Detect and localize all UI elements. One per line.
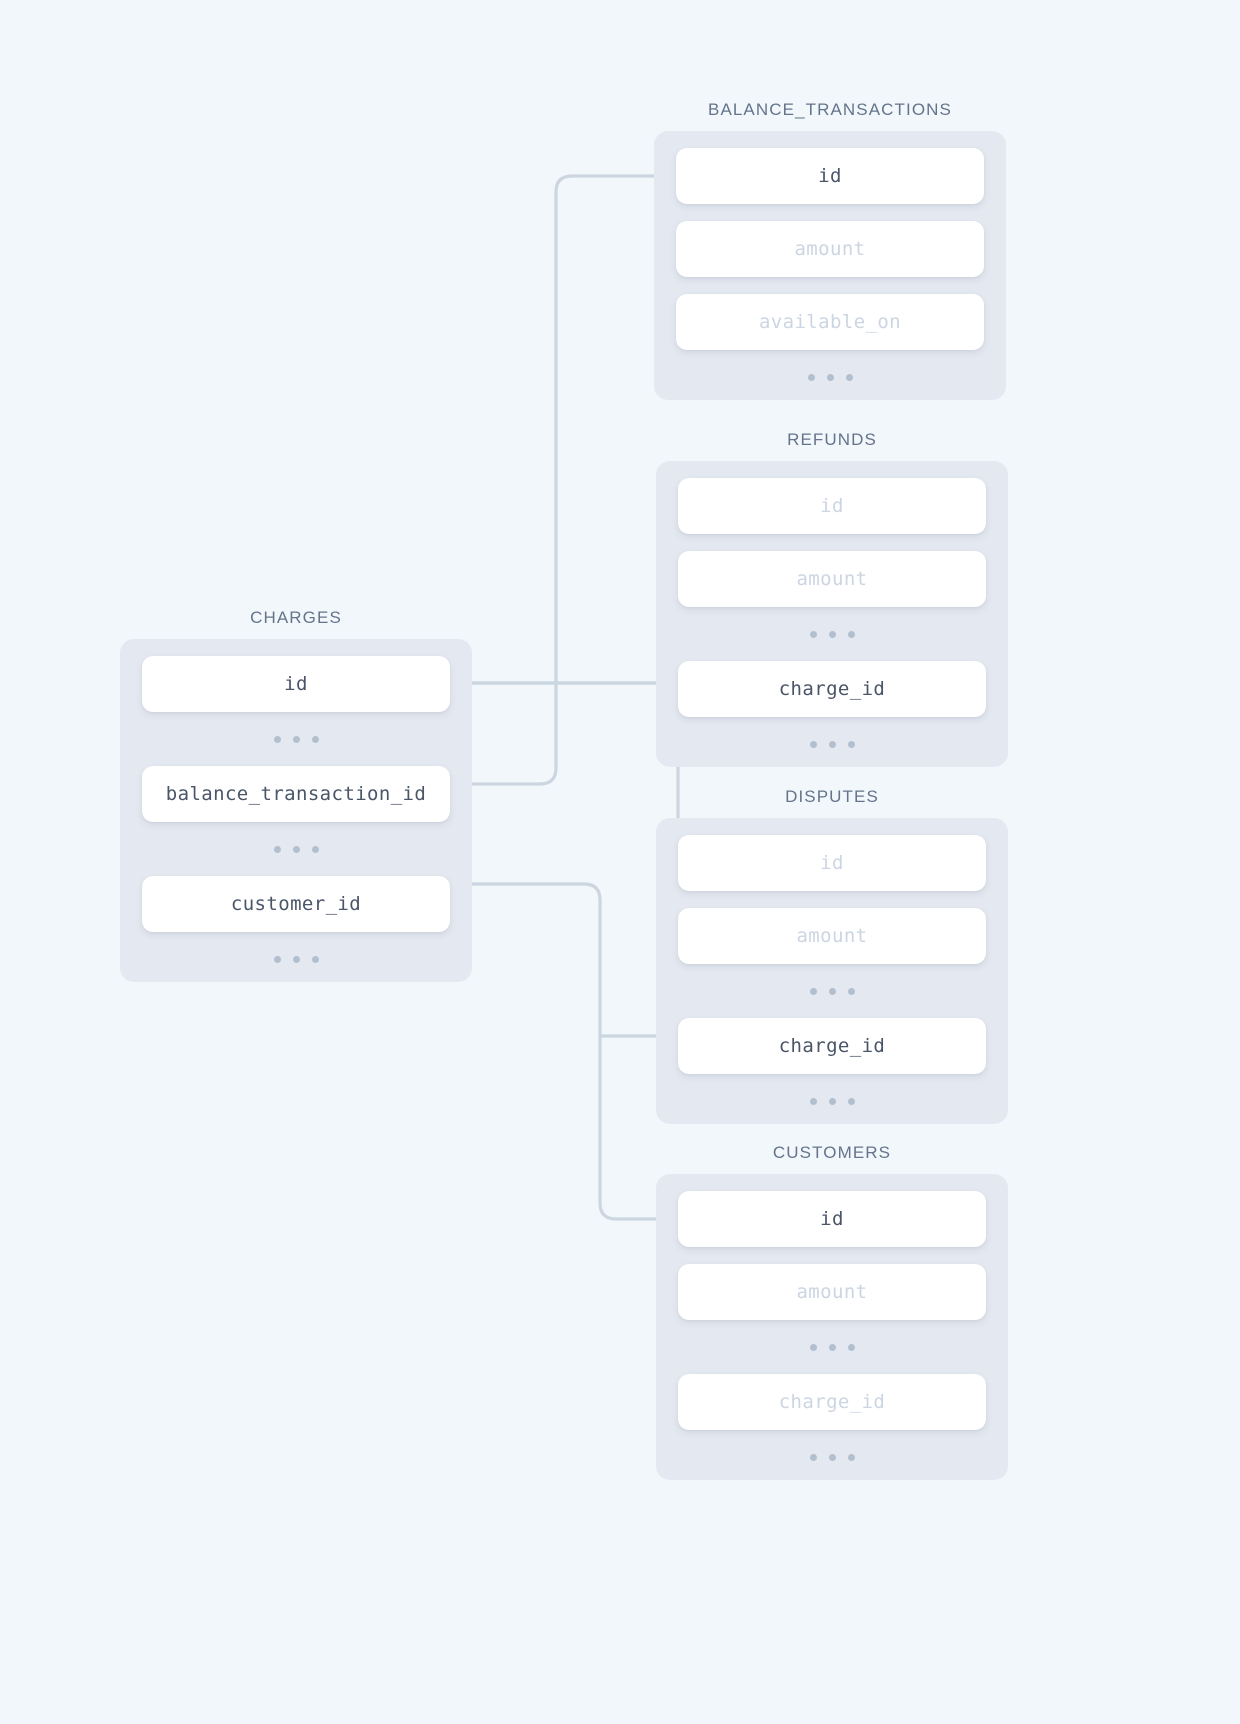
table-balance-transactions[interactable]: BALANCE_TRANSACTIONS id amount available…	[654, 100, 1006, 400]
field-balance_transactions-amount[interactable]: amount	[676, 221, 984, 277]
table-card-disputes: id amount charge_id	[656, 818, 1008, 1124]
ellipsis-refunds-1	[678, 734, 986, 754]
dot	[292, 845, 300, 853]
field-refunds-id[interactable]: id	[678, 478, 986, 534]
dot	[828, 1343, 836, 1351]
dot	[292, 735, 300, 743]
edge-charges-refunds	[470, 677, 679, 685]
dot	[847, 1453, 855, 1461]
dot	[845, 373, 853, 381]
dot	[311, 735, 319, 743]
table-card-balance-transactions: id amount available_on	[654, 131, 1006, 400]
dot	[311, 955, 319, 963]
table-title-charges: CHARGES	[250, 608, 342, 627]
table-card-charges: id balance_transaction_id customer_id	[120, 639, 472, 982]
table-title-balance-transactions: BALANCE_TRANSACTIONS	[708, 100, 952, 119]
table-refunds[interactable]: REFUNDS id amount charge_id	[656, 430, 1008, 767]
field-customers-charge_id[interactable]: charge_id	[678, 1374, 986, 1430]
field-charges-id[interactable]: id	[142, 656, 450, 712]
field-balance_transactions-available_on[interactable]: available_on	[676, 294, 984, 350]
dot	[809, 1343, 817, 1351]
table-card-refunds: id amount charge_id	[656, 461, 1008, 767]
edge-charges-customers	[470, 882, 678, 1221]
dot	[809, 987, 817, 995]
ellipsis-charges-1	[142, 839, 450, 859]
dot	[828, 1453, 836, 1461]
table-charges[interactable]: CHARGES id balance_transaction_id custom…	[120, 608, 472, 982]
ellipsis-charges-0	[142, 729, 450, 749]
dot	[828, 630, 836, 638]
field-customers-amount[interactable]: amount	[678, 1264, 986, 1320]
dot	[273, 955, 281, 963]
ellipsis-customers-0	[678, 1337, 986, 1357]
dot	[847, 740, 855, 748]
dot	[826, 373, 834, 381]
field-disputes-amount[interactable]: amount	[678, 908, 986, 964]
dot	[273, 735, 281, 743]
field-charges-customer_id[interactable]: customer_id	[142, 876, 450, 932]
dot	[828, 1097, 836, 1105]
field-balance_transactions-id[interactable]: id	[676, 148, 984, 204]
table-disputes[interactable]: DISPUTES id amount charge_id	[656, 787, 1008, 1124]
ellipsis-charges-2	[142, 949, 450, 969]
dot	[809, 1453, 817, 1461]
ellipsis-balance_transactions-0	[676, 367, 984, 387]
dot	[809, 1097, 817, 1105]
dot	[828, 987, 836, 995]
dot	[847, 630, 855, 638]
field-disputes-charge_id[interactable]: charge_id	[678, 1018, 986, 1074]
edge-charges-disputes	[470, 681, 680, 1038]
dot	[292, 955, 300, 963]
field-disputes-id[interactable]: id	[678, 835, 986, 891]
field-customers-id[interactable]: id	[678, 1191, 986, 1247]
table-title-customers: CUSTOMERS	[772, 1143, 892, 1162]
dot	[847, 1343, 855, 1351]
table-card-customers: id amount charge_id	[656, 1174, 1008, 1480]
dot	[828, 740, 836, 748]
dot	[809, 630, 817, 638]
ellipsis-disputes-1	[678, 1091, 986, 1111]
field-refunds-charge_id[interactable]: charge_id	[678, 661, 986, 717]
table-title-disputes: DISPUTES	[785, 787, 879, 806]
field-charges-balance_transaction_id[interactable]: balance_transaction_id	[142, 766, 450, 822]
dot	[807, 373, 815, 381]
ellipsis-customers-1	[678, 1447, 986, 1467]
dot	[809, 740, 817, 748]
ellipsis-refunds-0	[678, 624, 986, 644]
dot	[273, 845, 281, 853]
dot	[847, 987, 855, 995]
field-refunds-amount[interactable]: amount	[678, 551, 986, 607]
dot	[847, 1097, 855, 1105]
ellipsis-disputes-0	[678, 981, 986, 1001]
table-title-refunds: REFUNDS	[787, 430, 877, 449]
dot	[311, 845, 319, 853]
table-customers[interactable]: CUSTOMERS id amount charge_id	[656, 1143, 1008, 1480]
edge-charges-balance_transactions	[470, 174, 678, 786]
